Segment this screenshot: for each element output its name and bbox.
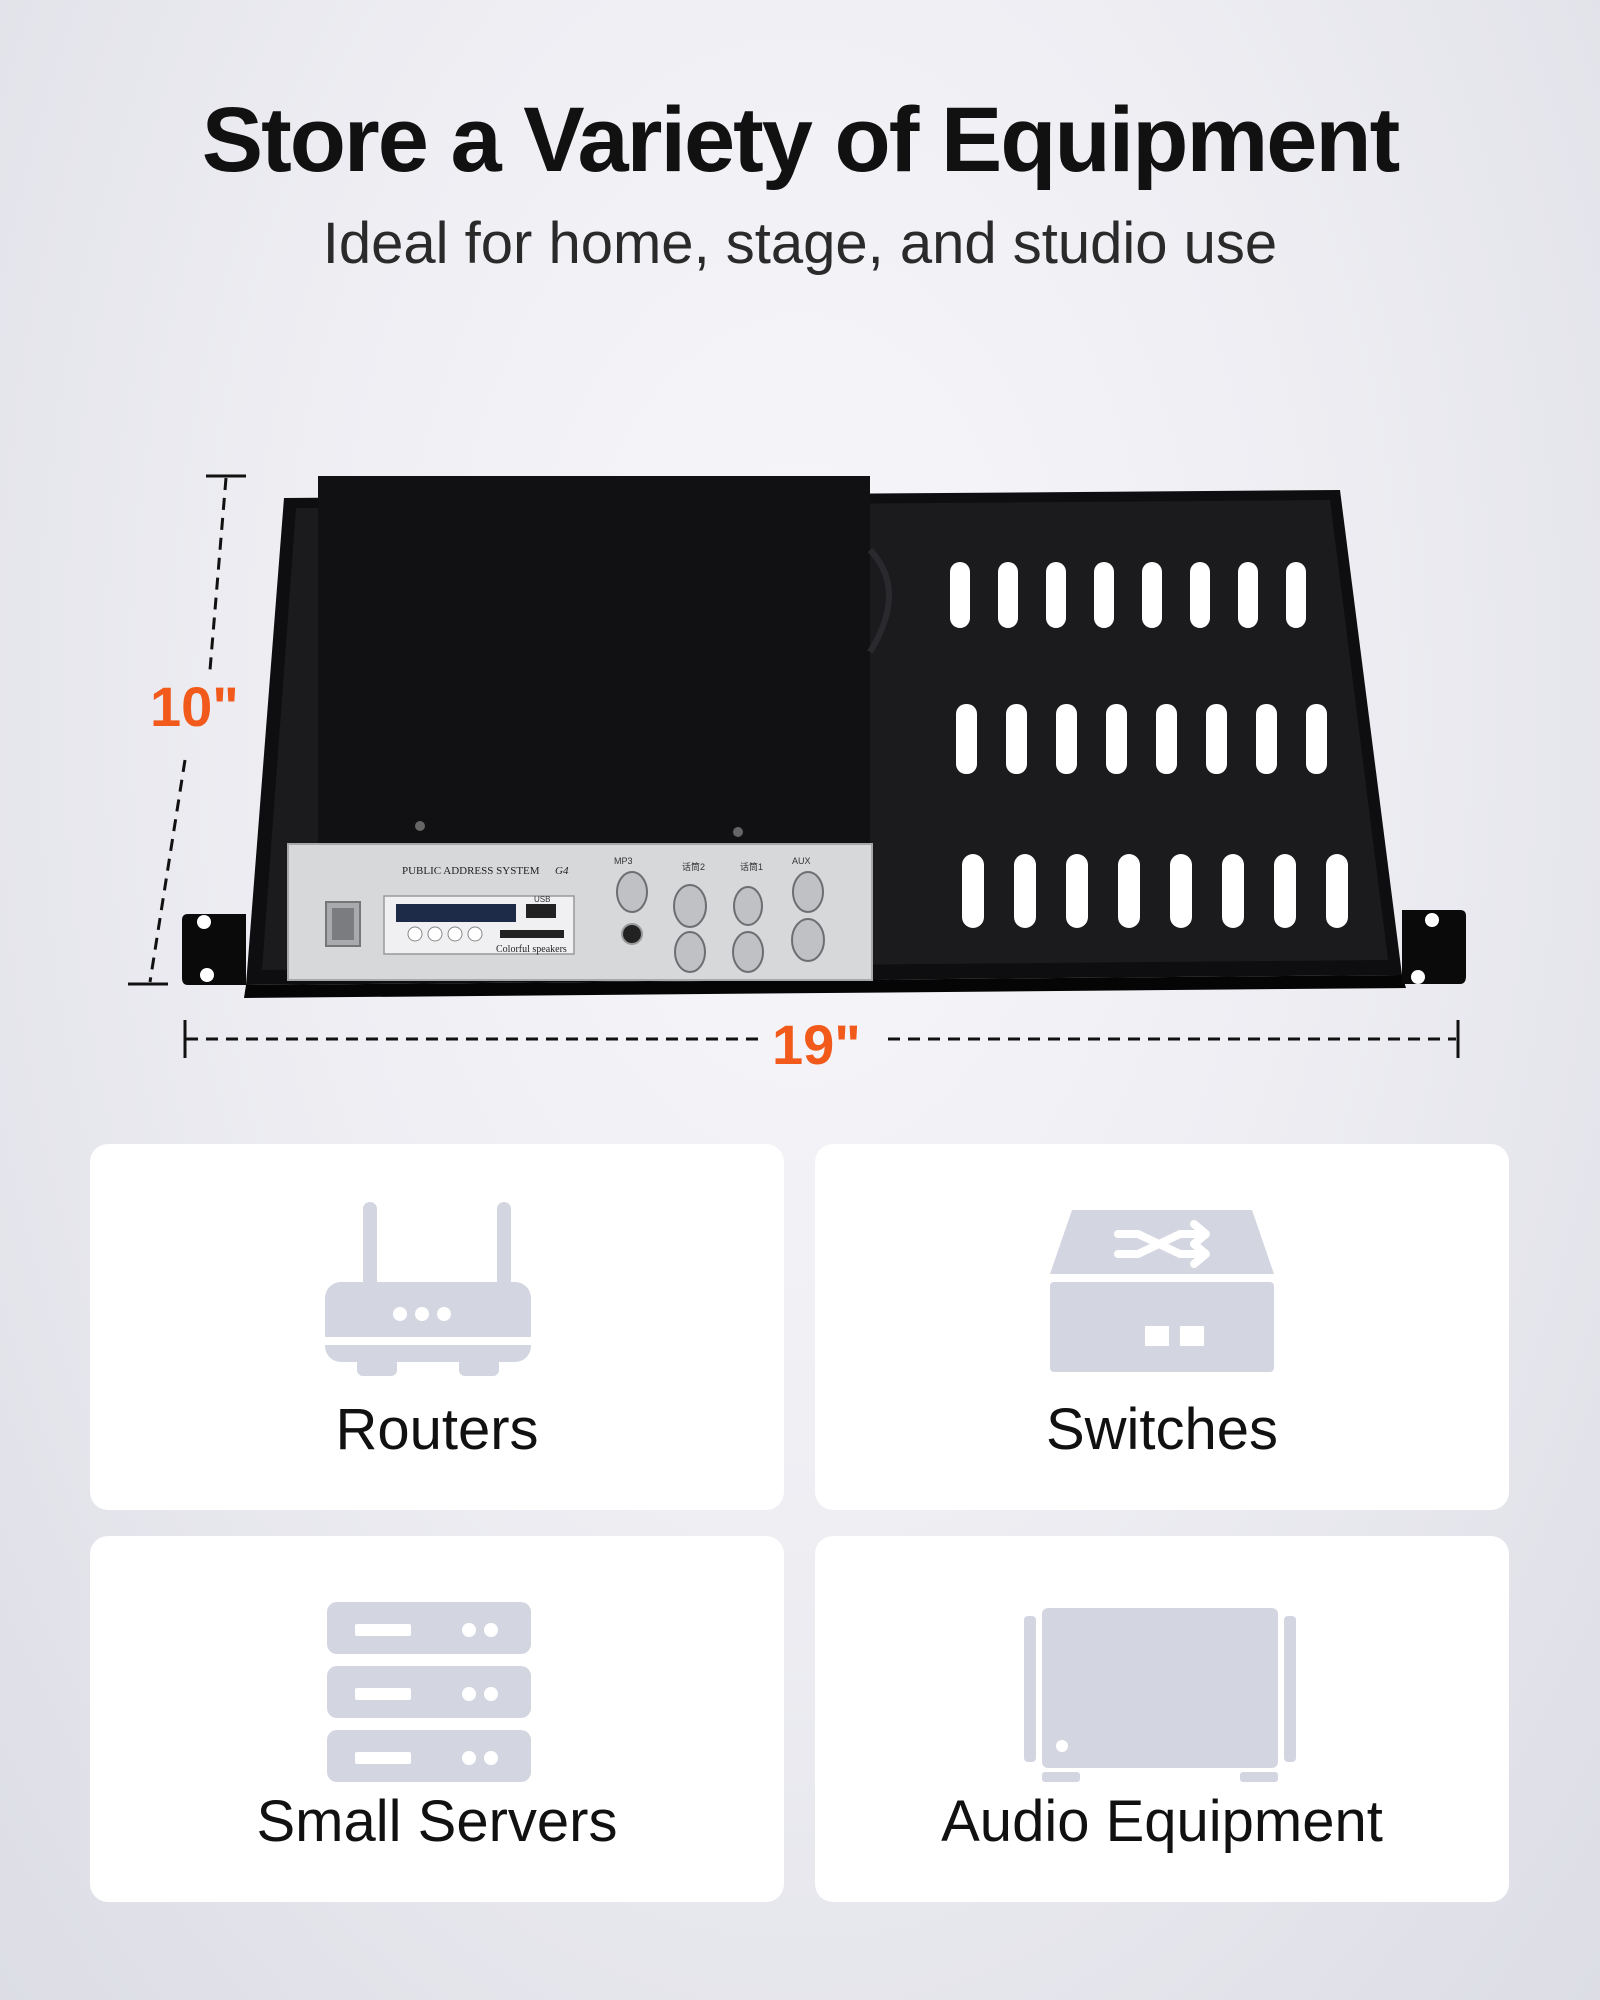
knob-label-4: AUX [792, 856, 811, 866]
amp-model-code: G4 [555, 865, 569, 877]
width-dimension-label: 19" [772, 1013, 861, 1076]
card-routers: Routers [90, 1144, 784, 1510]
amplifier: PUBLIC ADDRESS SYSTEM G4 USB Colorful sp… [287, 476, 892, 981]
usb-label: USB [534, 895, 550, 904]
page-title: Store a Variety of Equipment [201, 89, 1401, 191]
page-subtitle: Ideal for home, stage, and studio use [322, 211, 1278, 276]
audio-equipment-icon [1024, 1608, 1296, 1782]
knob-label-3: 话筒1 [740, 861, 763, 872]
vent-slots [950, 562, 1348, 928]
card-switches: Switches [815, 1144, 1509, 1510]
knob-label-1: MP3 [614, 856, 633, 866]
speaker-text: Colorful speakers [496, 944, 567, 955]
card-label-audio-equipment: Audio Equipment [941, 1789, 1383, 1854]
server-icon [327, 1602, 531, 1782]
card-label-switches: Switches [1045, 1397, 1279, 1462]
switch-icon [1050, 1210, 1274, 1372]
depth-dimension-line [128, 474, 246, 986]
router-icon [325, 1202, 531, 1376]
card-small-servers: Small Servers [90, 1536, 784, 1902]
card-label-small-servers: Small Servers [256, 1789, 618, 1854]
knob-label-2: 话筒2 [682, 861, 705, 872]
card-audio-equipment: Audio Equipment [815, 1536, 1509, 1902]
rack-shelf-image: PUBLIC ADDRESS SYSTEM G4 USB Colorful sp… [128, 474, 1466, 1058]
amp-model-text: PUBLIC ADDRESS SYSTEM [402, 865, 540, 877]
width-dimension-line [183, 1020, 1460, 1058]
depth-dimension-label: 10" [150, 675, 239, 738]
card-label-routers: Routers [335, 1397, 539, 1462]
